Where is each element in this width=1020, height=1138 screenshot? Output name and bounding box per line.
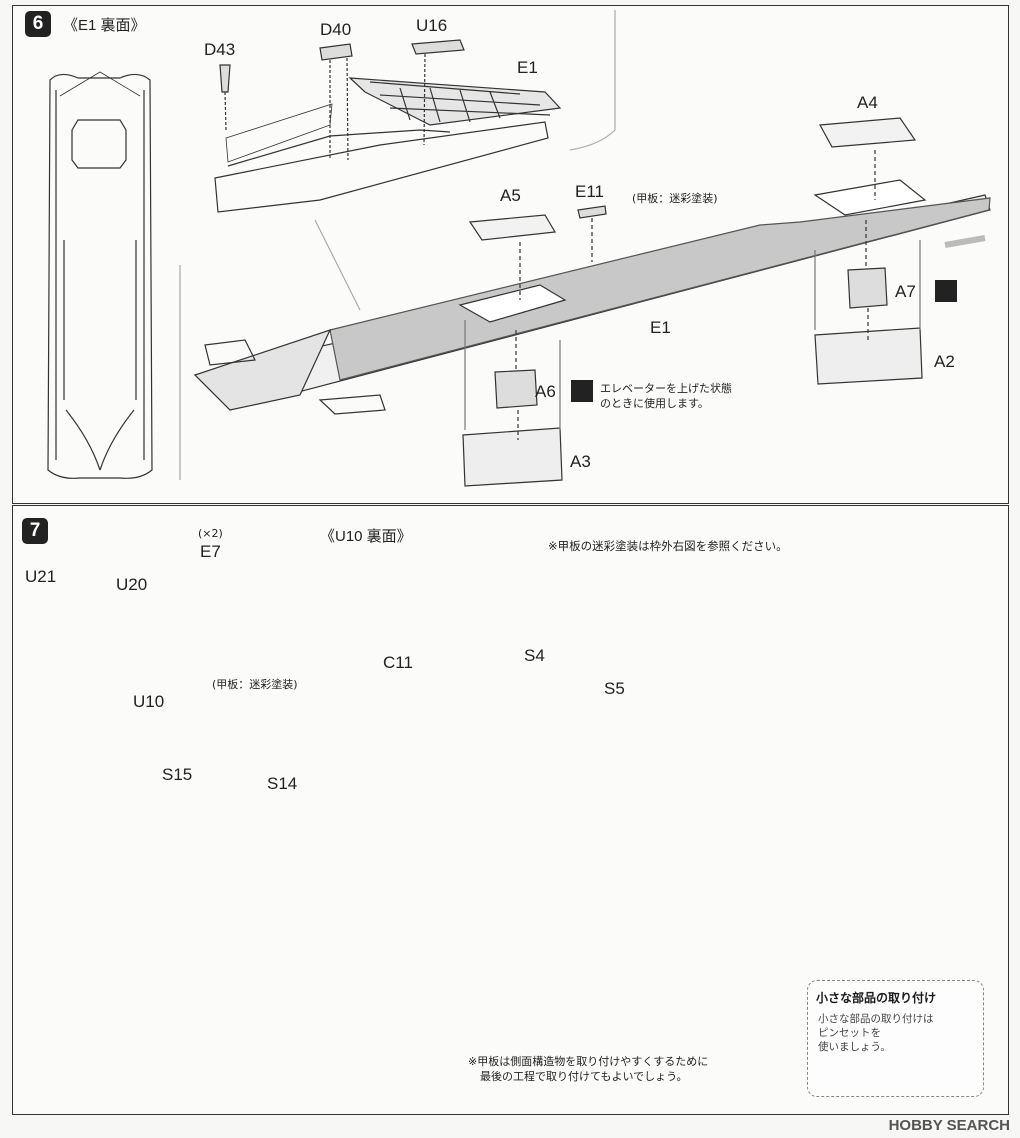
e1-main-deck xyxy=(193,179,991,415)
label-e7: E7 xyxy=(200,542,221,561)
step-7-number: 7 xyxy=(22,518,48,544)
label-s5: S5 xyxy=(604,679,625,698)
e1-underside-view xyxy=(47,71,153,479)
label-u20: U20 xyxy=(116,575,148,594)
elevator-note-line1: エレベーターを上げた状態 xyxy=(600,382,732,395)
label-a6: A6 xyxy=(535,382,556,401)
label-a3: A3 xyxy=(570,452,591,471)
step-6-rear-view-title: 《E1 裏面》 xyxy=(63,17,146,34)
deck-note-line1: ※甲板は側面構造物を取り付けやすくするために xyxy=(468,1055,709,1068)
a3-part xyxy=(462,427,563,487)
tip-title: 小さな部品の取り付け xyxy=(816,991,937,1005)
tip-line1: 小さな部品の取り付けは xyxy=(818,1013,934,1025)
label-s14: S14 xyxy=(267,774,298,793)
hobby-search-watermark: HOBBY SEARCH xyxy=(888,1117,1010,1134)
deck-paint-note-7: (甲板：迷彩塗装) xyxy=(212,678,298,691)
label-a7: A7 xyxy=(895,282,916,301)
label-e11: E11 xyxy=(575,182,604,201)
label-e1-top: E1 xyxy=(517,58,538,77)
label-a4: A4 xyxy=(857,93,878,112)
small-parts-top xyxy=(219,39,465,161)
label-d40: D40 xyxy=(320,20,352,39)
label-u16: U16 xyxy=(416,16,448,35)
elevator-raised-icon-2 xyxy=(571,380,593,402)
elevator-note-line2: のときに使用します。 xyxy=(600,397,709,410)
elevator-raised-icon xyxy=(935,280,957,302)
label-u10: U10 xyxy=(133,692,165,711)
label-s15: S15 xyxy=(162,765,193,784)
camo-reference-note: ※甲板の迷彩塗装は枠外右図を参照ください。 xyxy=(548,539,788,553)
step-6-number: 6 xyxy=(25,11,51,37)
a5-plate xyxy=(468,214,556,241)
label-s4: S4 xyxy=(524,646,545,665)
label-a2: A2 xyxy=(934,352,955,371)
a2-part xyxy=(814,327,923,385)
e11-part xyxy=(577,205,607,219)
step-7-rear-view-title: 《U10 裏面》 xyxy=(320,528,412,545)
small-parts-tip: 小さな部品の取り付け 小さな部品の取り付けは ピンセットを 使いましょう。 xyxy=(807,980,984,1097)
label-d43: D43 xyxy=(204,40,236,59)
a7-part xyxy=(847,267,888,309)
label-e1-main: E1 xyxy=(650,318,671,337)
a4-plate xyxy=(819,117,917,148)
deck-paint-note-6: (甲板：迷彩塗装) xyxy=(632,192,718,205)
label-x2: (×2) xyxy=(198,527,223,540)
tip-line3: 使いましょう。 xyxy=(818,1041,891,1053)
a6-part xyxy=(494,369,538,409)
label-a5: A5 xyxy=(500,186,521,205)
label-u21: U21 xyxy=(25,567,57,586)
label-c11: C11 xyxy=(383,653,413,672)
tip-line2: ピンセットを xyxy=(818,1027,881,1039)
step-6-panel xyxy=(12,5,1009,504)
deck-note-line2: 最後の工程で取り付けてもよいでしょう。 xyxy=(480,1070,688,1083)
